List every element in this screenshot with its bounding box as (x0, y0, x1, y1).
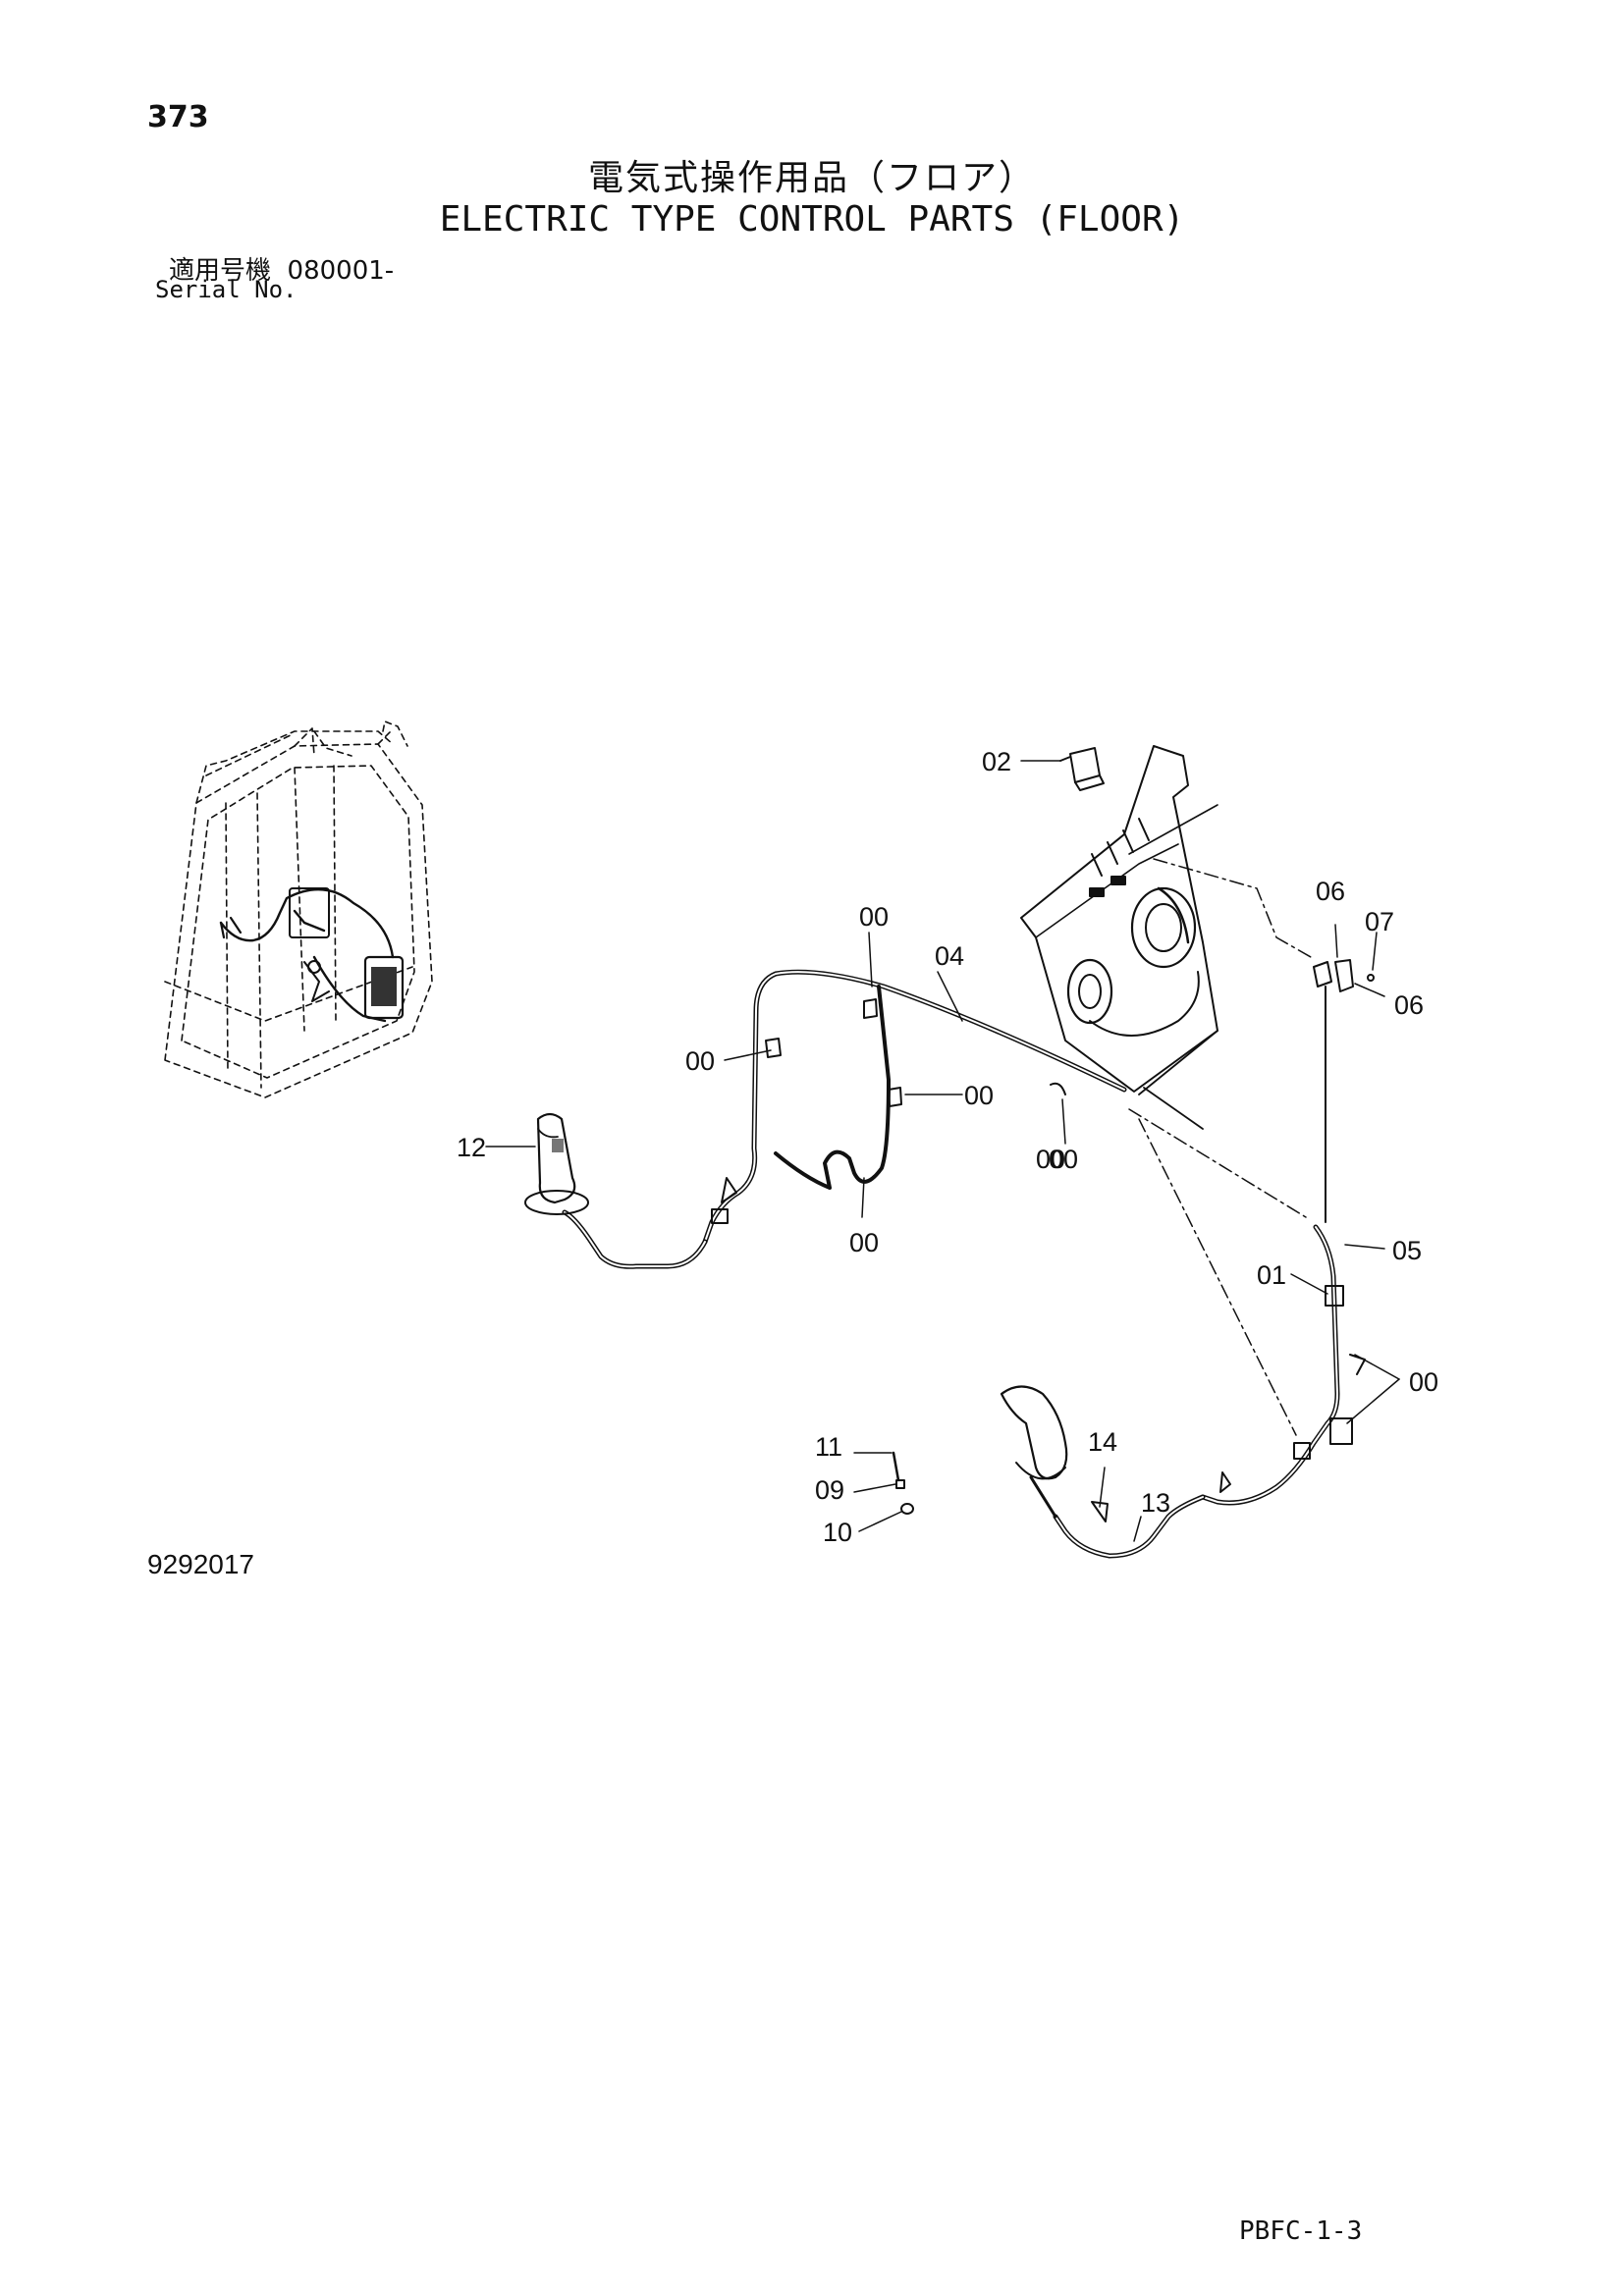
serial-from: 080001- (287, 256, 395, 286)
phantom-lines (1128, 858, 1312, 1436)
wiring-harness-left (524, 969, 1127, 1269)
serial-applicability: 適用号機 080001- (169, 250, 394, 287)
wiring-harness-right (1000, 1224, 1366, 1559)
callout-label: 00 (1036, 1145, 1065, 1174)
callout-label: 02 (982, 747, 1011, 776)
callout-label: 06 (1316, 877, 1345, 906)
bracket-assembly (1313, 959, 1375, 1223)
page-number: 373 (147, 100, 209, 134)
callout-label: 00 (1049, 1145, 1078, 1174)
callout-label: 06 (1394, 990, 1424, 1020)
callout-leaders (485, 760, 1400, 1542)
callout-label: 11 (815, 1432, 842, 1462)
right-console-panel (1020, 745, 1218, 1130)
callout-label: 04 (935, 941, 964, 971)
callout-label: 00 (685, 1046, 715, 1076)
callout-label: 12 (457, 1133, 486, 1162)
callout-label: 13 (1141, 1488, 1170, 1518)
callout-label: 00 (964, 1081, 994, 1110)
title-english: ELECTRIC TYPE CONTROL PARTS (FLOOR) (439, 199, 1185, 240)
callout-label: 10 (823, 1518, 852, 1547)
callout-label: 09 (815, 1475, 844, 1505)
page-code: PBFC-1-3 (1239, 2216, 1363, 2246)
callout-label: 00 (1409, 1367, 1438, 1397)
callout-label: 14 (1088, 1427, 1117, 1457)
callout-label: 00 (849, 1228, 879, 1257)
title-japanese: 電気式操作用品（フロア） (587, 158, 1036, 198)
drawing-number: 9292017 (147, 1549, 255, 1579)
callout-label: 07 (1365, 907, 1394, 936)
serial-label-english: Serial No. (155, 276, 298, 303)
small-hardware (892, 1451, 914, 1515)
callout-label: 01 (1257, 1260, 1286, 1290)
cab-inset-illustration (164, 721, 433, 1098)
callout-label: 00 (859, 902, 889, 932)
callout-label: 05 (1392, 1236, 1422, 1265)
serial-label-japanese: 適用号機 (169, 256, 272, 286)
